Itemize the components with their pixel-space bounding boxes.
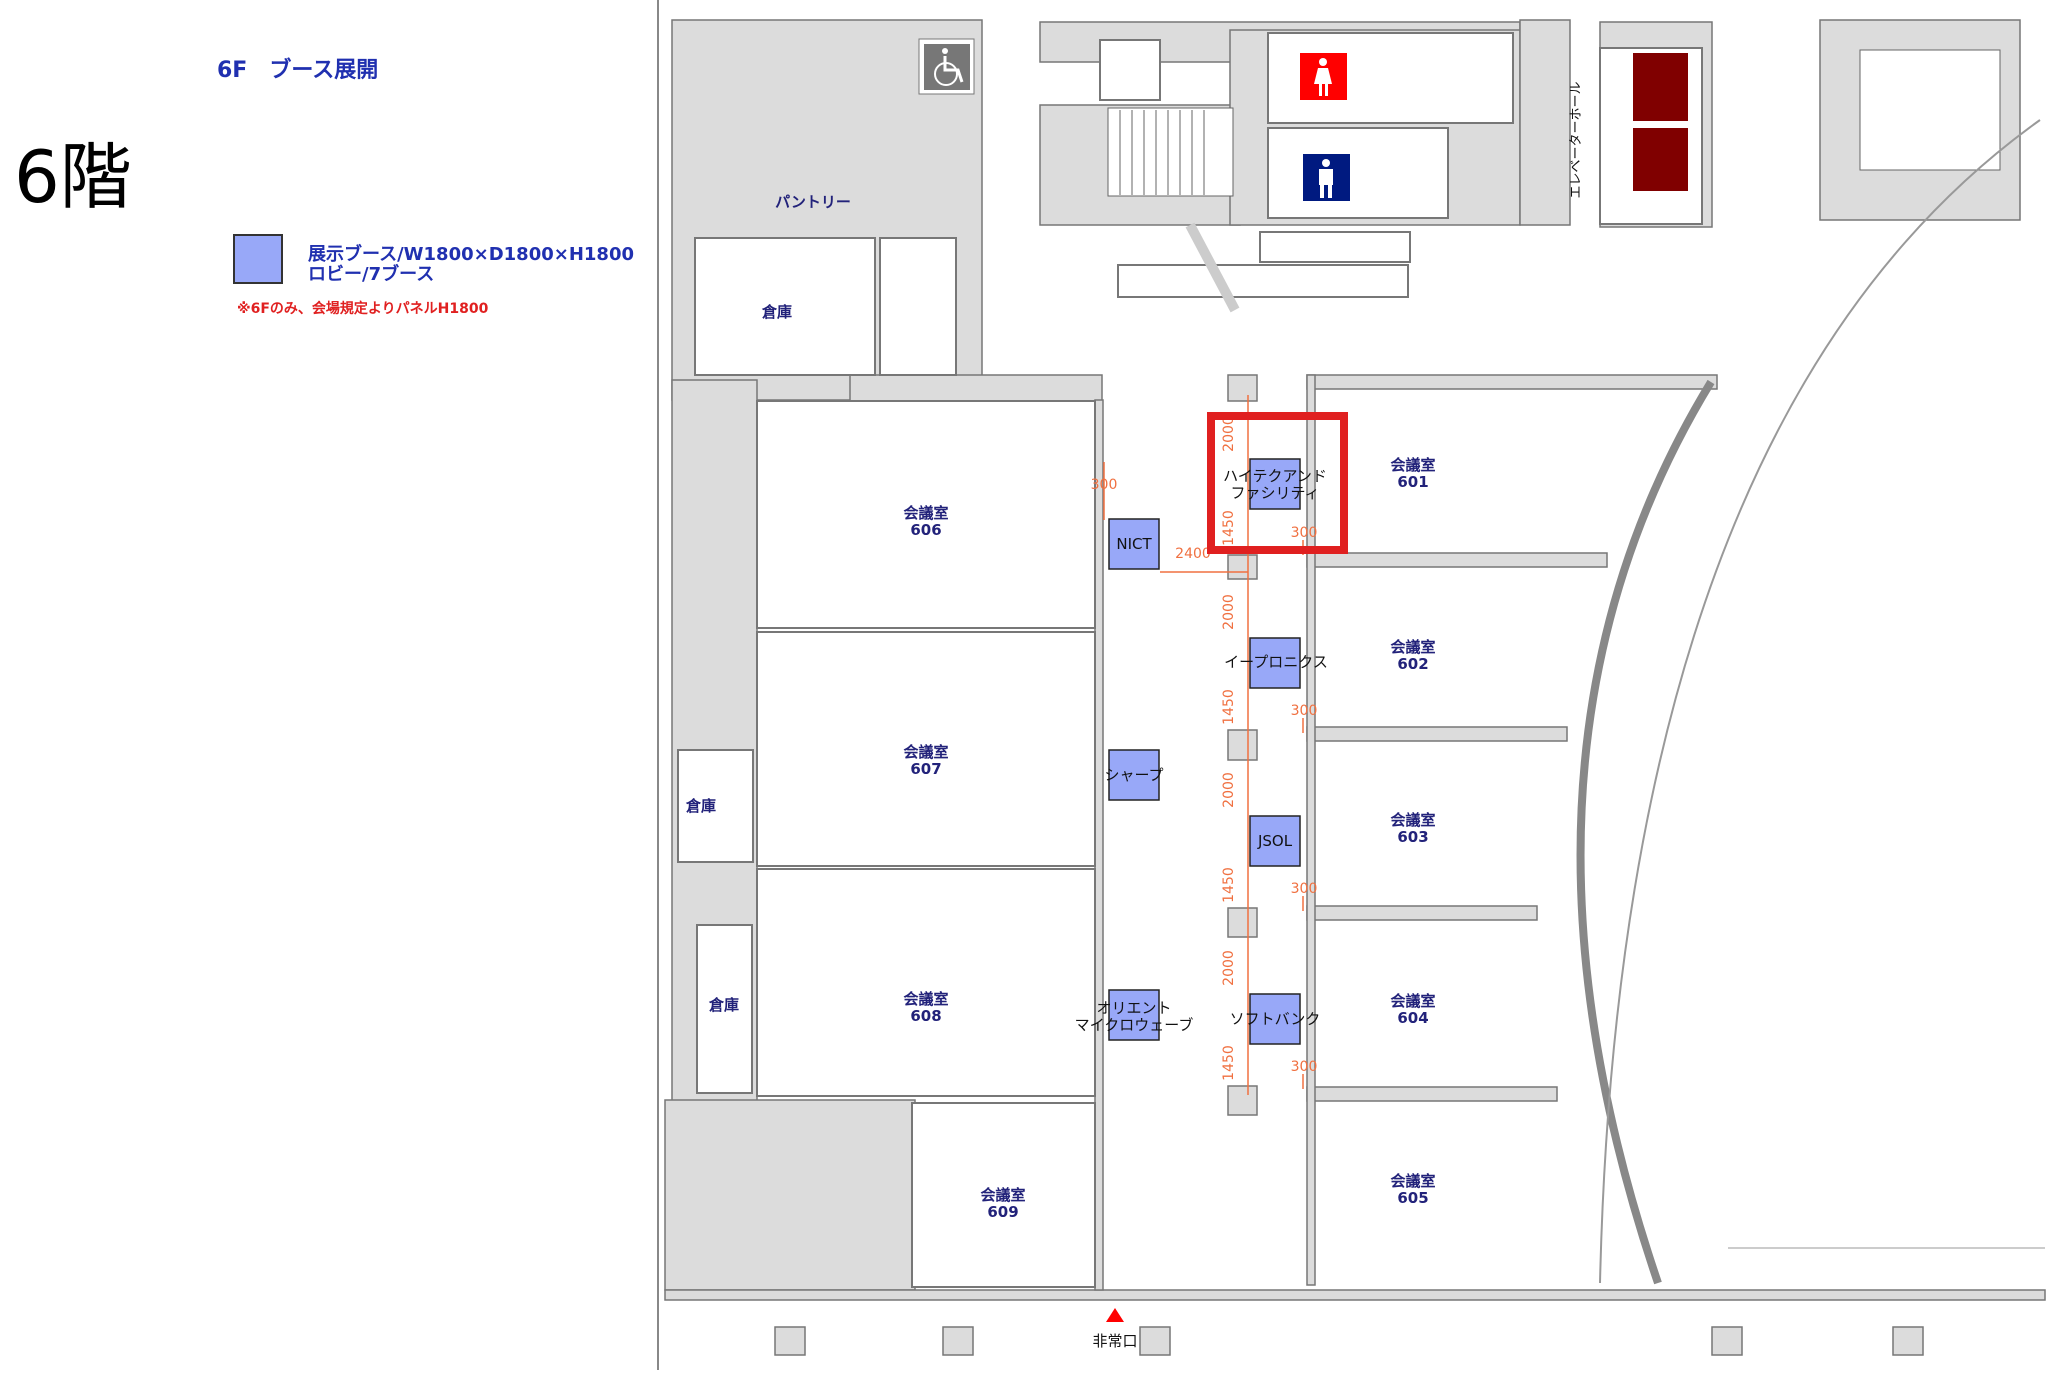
booth-orient-microwave[interactable]: オリエント マイクロウェーブ (1075, 989, 1194, 1041)
highlight-frame (1207, 412, 1348, 554)
elevator-hall-label: エレベーターホール (1569, 81, 1584, 198)
legend-line-1: 展示ブース/W1800×D1800×H1800 (308, 244, 634, 265)
svg-text:会議室: 会議室 (1390, 992, 1435, 1010)
svg-text:609: 609 (987, 1203, 1018, 1221)
pantry-label: パントリー (775, 193, 851, 211)
storage-label: 倉庫 (708, 996, 739, 1014)
emergency-exit-icon (1106, 1308, 1124, 1322)
booth-eepronics[interactable]: イープロニクス (1224, 637, 1328, 689)
svg-text:会議室: 会議室 (980, 1186, 1025, 1204)
svg-text:オリエント: オリエント (1096, 999, 1171, 1017)
dim-2000: 2000 (1221, 772, 1237, 808)
dim-1450: 1450 (1221, 867, 1237, 903)
legend-text: 展示ブース/W1800×D1800×H1800 ロビー/7ブース (308, 245, 634, 285)
svg-text:JSOL: JSOL (1257, 832, 1293, 850)
emergency-exit-label: 非常口 (1092, 1332, 1137, 1350)
dim-1450: 1450 (1221, 1045, 1237, 1081)
svg-text:イープロニクス: イープロニクス (1224, 653, 1328, 671)
storage-label: 倉庫 (761, 303, 792, 321)
dimension-lines (1103, 395, 1304, 1095)
svg-text:ハイテクアンド: ハイテクアンド (1223, 467, 1327, 485)
svg-text:シャープ: シャープ (1104, 766, 1163, 784)
dim-300: 300 (1291, 1059, 1318, 1075)
svg-text:会議室: 会議室 (1390, 1172, 1435, 1190)
booth-hitech-and-facility[interactable]: ハイテクアンド ファシリティ (1223, 458, 1327, 510)
dim-2000: 2000 (1221, 416, 1237, 452)
svg-text:606: 606 (910, 521, 941, 539)
svg-text:マイクロウェーブ: マイクロウェーブ (1075, 1016, 1194, 1034)
storage-label: 倉庫 (685, 797, 716, 815)
svg-text:ファシリティ: ファシリティ (1230, 484, 1319, 502)
female-restroom-icon (1300, 53, 1347, 100)
stairs (1107, 49, 2001, 313)
page-heading: 6F ブース展開 (217, 58, 379, 83)
svg-text:604: 604 (1397, 1009, 1428, 1027)
dim-2400: 2400 (1175, 546, 1211, 562)
legend-line-2: ロビー/7ブース (308, 264, 435, 285)
legend-note: ※6Fのみ、会場規定よりパネルH1800 (237, 301, 489, 317)
floor-label: 6階 (14, 135, 132, 219)
svg-text:NICT: NICT (1116, 535, 1152, 553)
svg-text:608: 608 (910, 1007, 941, 1025)
dim-2000: 2000 (1221, 950, 1237, 986)
dim-2000: 2000 (1221, 594, 1237, 630)
svg-text:会議室: 会議室 (1390, 811, 1435, 829)
dim-1450: 1450 (1221, 689, 1237, 725)
svg-text:607: 607 (910, 760, 941, 778)
curved-facade-outer (1599, 119, 2041, 1284)
rooms (677, 32, 1703, 1288)
booth-nict[interactable]: NICT (1108, 518, 1160, 570)
svg-text:601: 601 (1397, 473, 1428, 491)
booth-sharp[interactable]: シャープ (1104, 749, 1164, 801)
elevators (1633, 53, 1688, 191)
svg-text:会議室: 会議室 (903, 990, 948, 1008)
dim-300: 300 (1091, 477, 1118, 493)
dim-300: 300 (1291, 881, 1318, 897)
svg-text:ソフトバンク: ソフトバンク (1230, 1010, 1321, 1028)
curved-facade (1576, 379, 1715, 1285)
svg-text:会議室: 会議室 (1390, 638, 1435, 656)
dim-300: 300 (1291, 525, 1318, 541)
svg-text:605: 605 (1397, 1189, 1428, 1207)
svg-text:会議室: 会議室 (903, 743, 948, 761)
booth-softbank[interactable]: ソフトバンク (1230, 993, 1321, 1045)
svg-text:会議室: 会議室 (1390, 456, 1435, 474)
svg-text:603: 603 (1397, 828, 1428, 846)
wheelchair-icon (918, 38, 975, 95)
booth-jsol[interactable]: JSOL (1249, 815, 1301, 867)
svg-text:602: 602 (1397, 655, 1428, 673)
svg-text:会議室: 会議室 (903, 504, 948, 522)
male-restroom-icon (1303, 154, 1350, 201)
dim-300: 300 (1291, 703, 1318, 719)
dim-1450: 1450 (1221, 510, 1237, 546)
legend-booth-swatch (233, 234, 283, 284)
